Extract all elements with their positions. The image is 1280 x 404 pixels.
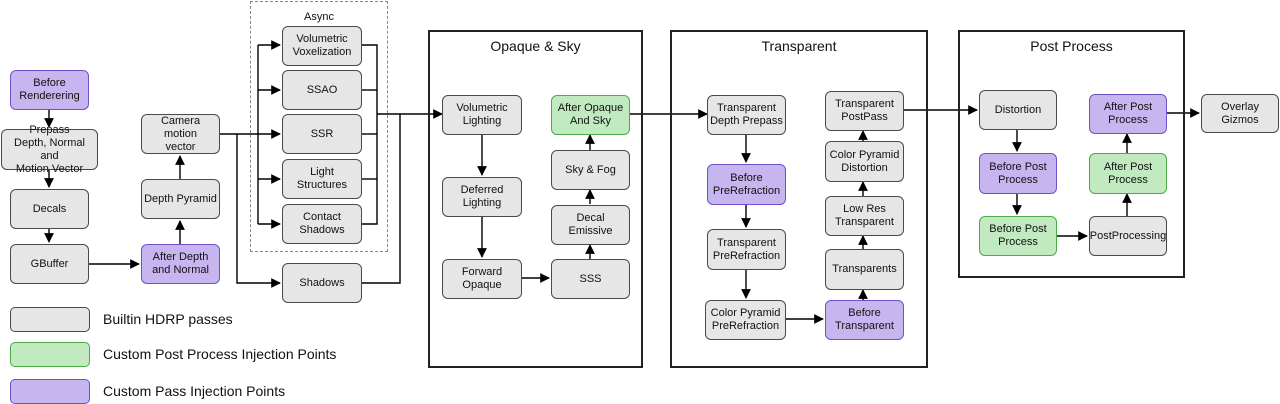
node-before-post-process-custom: Before Post Process <box>979 153 1057 194</box>
legend-label-custom-pass: Custom Pass Injection Points <box>103 383 286 399</box>
edge-camera-shadows <box>236 134 281 288</box>
node-transparent-depth-prepass: Transparent Depth Prepass <box>707 95 786 135</box>
legend-label-post-process: Custom Post Process Injection Points <box>103 346 337 362</box>
node-volumetric-voxelization: Volumetric Voxelization <box>282 26 362 66</box>
node-camera-motion-vector: Camera motion vector <box>141 114 220 154</box>
node-contact-shadows: Contact Shadows <box>282 204 362 244</box>
node-ssao: SSAO <box>282 70 362 110</box>
legend-swatch-builtin <box>10 307 90 332</box>
node-transparent-prerefraction: Transparent PreRefraction <box>707 229 786 270</box>
node-light-structures: Light Structures <box>282 159 362 199</box>
node-before-rendering: Before Renderering <box>10 70 89 110</box>
section-post-process: Post Process <box>958 30 1185 278</box>
node-gbuffer: GBuffer <box>10 244 89 284</box>
edge-volvox-out <box>362 44 378 114</box>
node-forward-opaque: Forward Opaque <box>442 259 522 299</box>
node-before-transparent: Before Transparent <box>825 300 904 340</box>
node-shadows: Shadows <box>282 263 362 303</box>
node-low-res-transparent: Low Res Transparent <box>825 196 904 236</box>
node-decal-emissive: Decal Emissive <box>551 205 630 245</box>
legend-label-builtin: Builtin HDRP passes <box>103 311 233 327</box>
node-before-post-process-pp: Before Post Process <box>979 216 1057 256</box>
node-ssr: SSR <box>282 114 362 154</box>
edge-contact-out <box>362 114 378 225</box>
node-color-pyramid-prerefraction: Color Pyramid PreRefraction <box>705 300 786 340</box>
section-post-process-title: Post Process <box>1030 38 1113 54</box>
node-overlay-gizmos: Overlay Gizmos <box>1201 94 1279 133</box>
section-transparent: Transparent <box>670 30 928 368</box>
section-transparent-title: Transparent <box>761 38 837 54</box>
async-group: Async <box>250 1 388 252</box>
legend-swatch-custom-pass <box>10 379 90 404</box>
node-color-pyramid-distortion: Color Pyramid Distortion <box>825 141 904 182</box>
node-sky-fog: Sky & Fog <box>551 150 630 190</box>
node-transparent-postpass: Transparent PostPass <box>825 91 904 131</box>
node-distortion: Distortion <box>979 90 1057 130</box>
node-prepass: Prepass Depth, Normal and Motion Vector <box>1 124 98 175</box>
node-sss: SSS <box>551 259 630 299</box>
node-after-post-process-pp: After Post Process <box>1089 153 1167 194</box>
node-depth-pyramid: Depth Pyramid <box>141 179 220 219</box>
node-after-post-process-custom: After Post Process <box>1089 94 1167 134</box>
node-after-opaque-and-sky: After Opaque And Sky <box>551 95 630 135</box>
section-opaque-sky: Opaque & Sky <box>428 30 643 368</box>
legend-swatch-post-process <box>10 342 90 367</box>
section-opaque-sky-title: Opaque & Sky <box>490 38 581 54</box>
node-decals: Decals <box>10 189 89 229</box>
edge-shadows-out <box>362 114 401 284</box>
async-title: Async <box>304 11 334 23</box>
node-transparents: Transparents <box>825 249 904 290</box>
node-before-prerefraction: Before PreRefraction <box>707 164 786 205</box>
node-after-depth-normal: After Depth and Normal <box>141 244 220 284</box>
node-postprocessing: PostProcessing <box>1089 216 1167 256</box>
node-deferred-lighting: Deferred Lighting <box>442 177 522 217</box>
node-volumetric-lighting: Volumetric Lighting <box>442 95 522 135</box>
